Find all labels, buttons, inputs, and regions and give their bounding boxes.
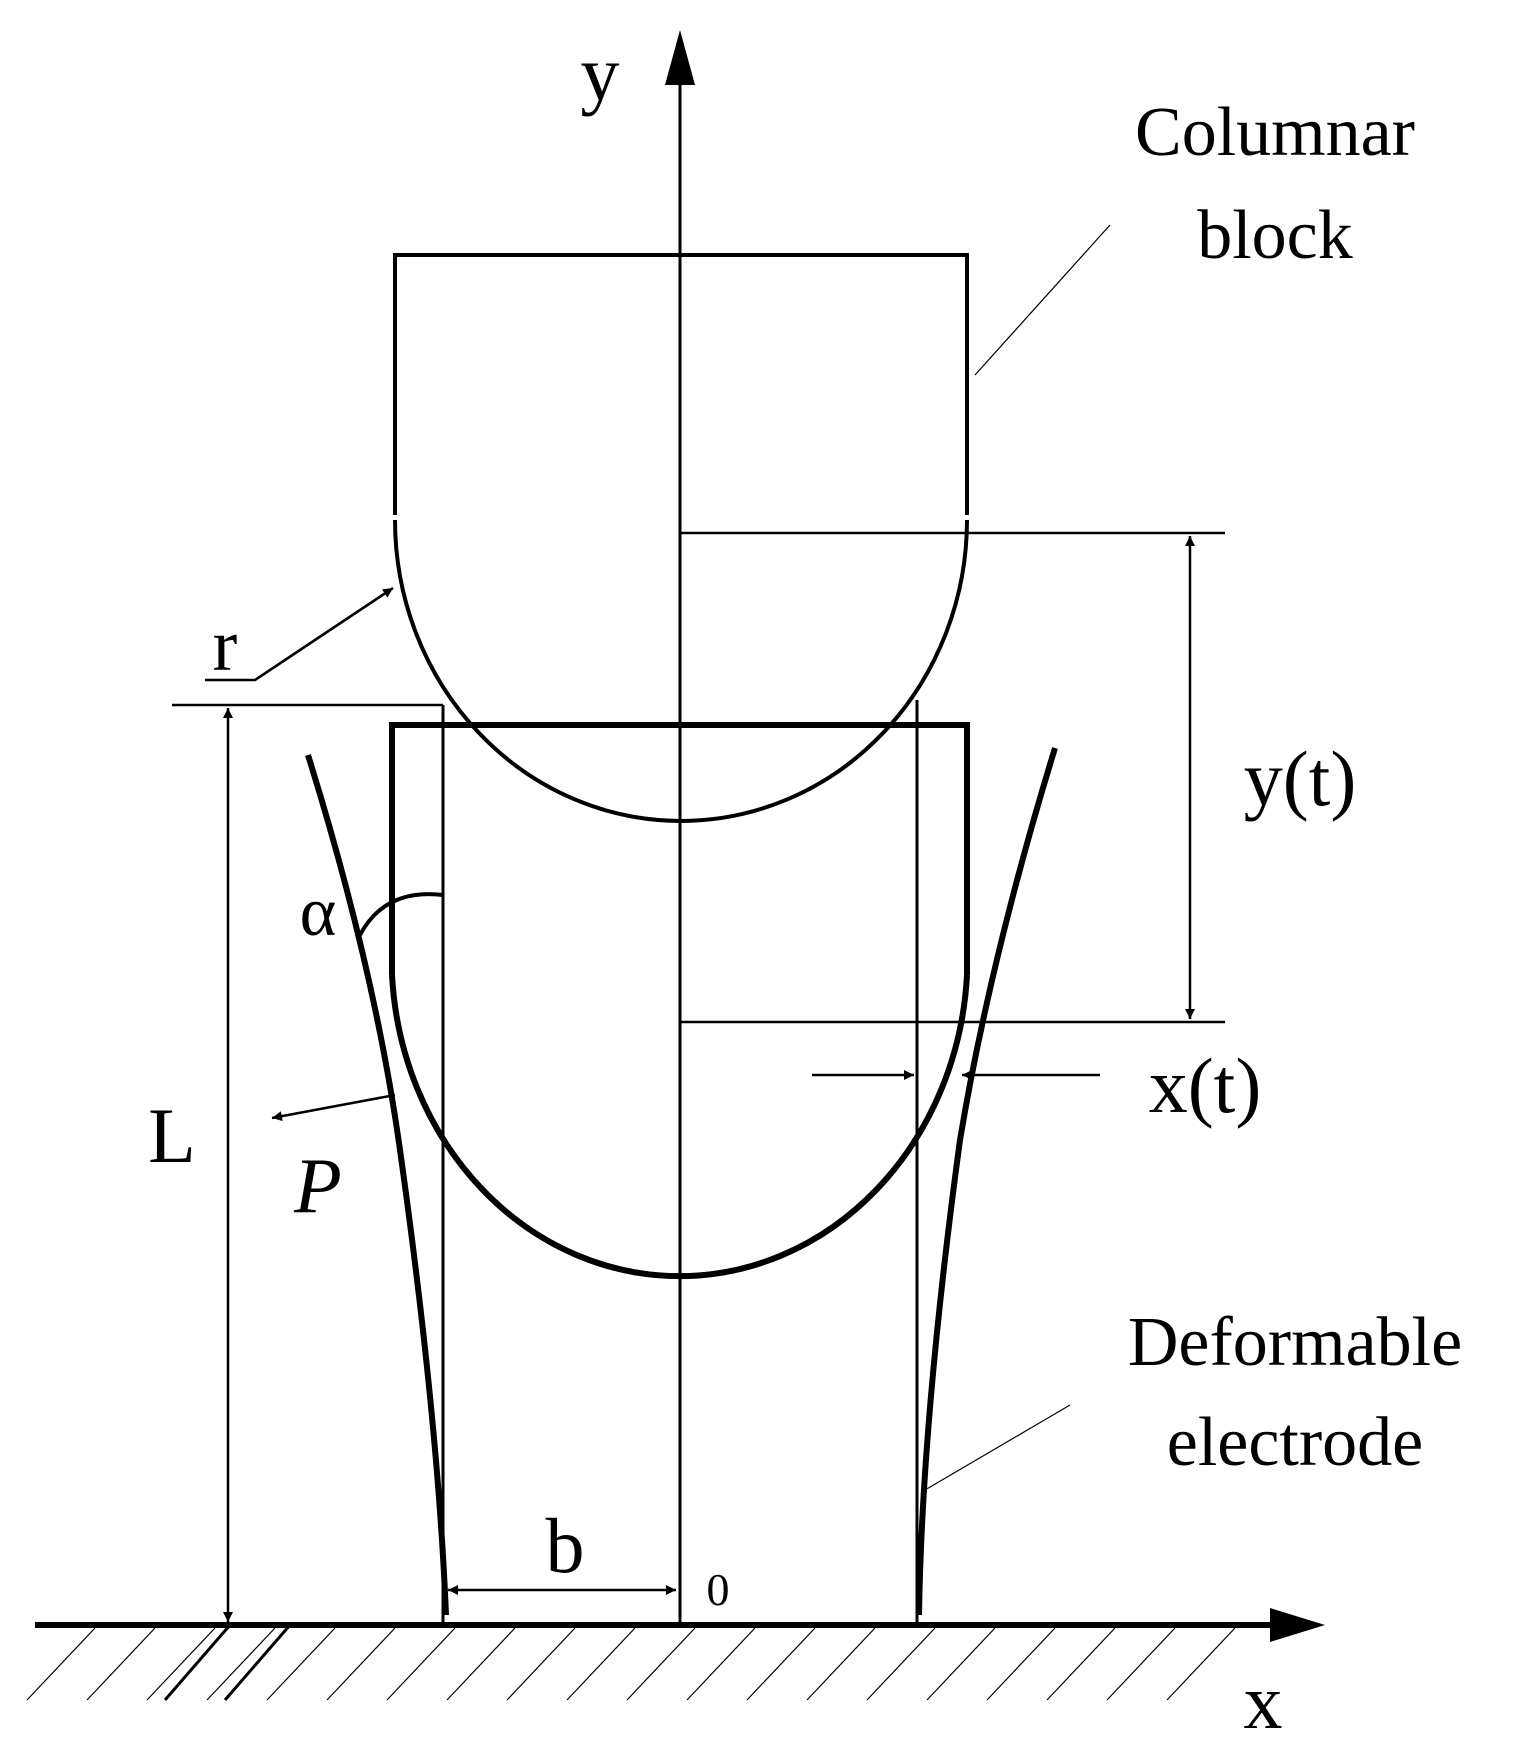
- hatch-stroke: [626, 1627, 696, 1701]
- ground-hatching: [26, 1627, 1236, 1701]
- hatch-stroke: [146, 1627, 216, 1701]
- hatch-stroke: [566, 1627, 636, 1701]
- hatch-stroke: [986, 1627, 1056, 1701]
- length-label: L: [148, 1092, 196, 1179]
- hatch-stroke: [806, 1627, 876, 1701]
- hatch-stroke: [1046, 1627, 1116, 1701]
- ground-hatching-bold: [163, 1624, 292, 1701]
- x-axis-label: x: [1244, 1658, 1283, 1745]
- deformable-electrode-label-line1: Deformable: [1128, 1304, 1462, 1381]
- columnar-block-displaced: [389, 722, 970, 1280]
- y-axis-label: y: [581, 30, 620, 117]
- hatch-stroke: [926, 1627, 996, 1701]
- columnar-block-upper: [393, 253, 969, 824]
- angle-label: α: [300, 874, 337, 951]
- origin-label: 0: [707, 1564, 730, 1615]
- hatch-stroke: [686, 1627, 756, 1701]
- hatch-stroke: [746, 1627, 816, 1701]
- hatch-stroke: [866, 1627, 936, 1701]
- hatch-stroke: [266, 1627, 336, 1701]
- hatch-stroke: [446, 1627, 516, 1701]
- radius-label: r: [213, 605, 238, 687]
- deformable-electrode-curves: [305, 747, 1058, 1616]
- label-leaders: [924, 224, 1111, 1491]
- deformable-electrode-label-line2: electrode: [1167, 1404, 1423, 1481]
- columnar-block-label-line1: Columnar: [1135, 94, 1415, 171]
- hatch-stroke: [1106, 1627, 1176, 1701]
- force-arrow: [271, 1093, 396, 1122]
- half-width-label: b: [546, 1502, 585, 1589]
- radius-arrow: [254, 586, 394, 682]
- hatch-stroke: [386, 1627, 456, 1701]
- hatch-stroke: [26, 1627, 96, 1701]
- hatch-stroke: [506, 1627, 576, 1701]
- hatch-stroke: [86, 1627, 156, 1701]
- reference-lines: [172, 531, 1225, 1024]
- x-displacement-label: x(t): [1149, 1042, 1262, 1129]
- x-axis-arrowhead: [1270, 1608, 1325, 1642]
- angle-arc: [358, 892, 444, 936]
- hatch-stroke: [1166, 1627, 1236, 1701]
- hatch-stroke: [326, 1627, 396, 1701]
- hatch-stroke: [206, 1627, 276, 1701]
- undeformed-electrode: [441, 700, 919, 1625]
- y-displacement-label: y(t): [1244, 735, 1357, 822]
- columnar-block-label-line2: block: [1197, 197, 1353, 274]
- force-label: P: [293, 1142, 342, 1229]
- y-axis-arrowhead: [665, 30, 695, 85]
